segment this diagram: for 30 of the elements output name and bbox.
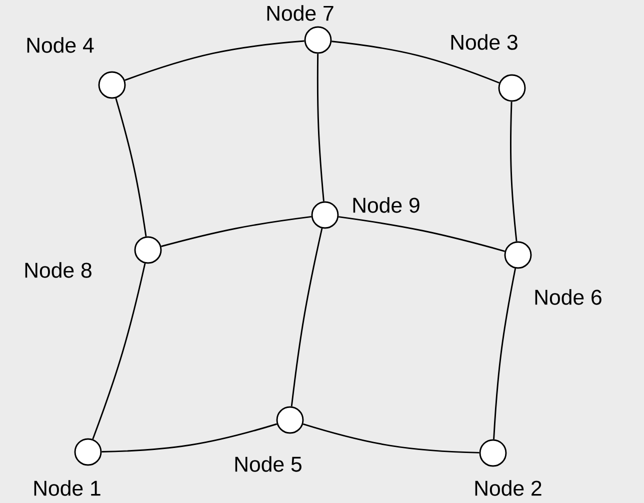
- node-circle: [74, 438, 102, 466]
- node-label: Node 1: [34, 480, 100, 496]
- connector-line: [92, 263, 146, 440]
- node-circle: [479, 439, 507, 467]
- connector-line: [290, 228, 323, 406]
- connector-line: [102, 423, 278, 452]
- node-label: Node 8: [25, 262, 92, 278]
- node-label: Node 9: [353, 197, 420, 213]
- node-circle: [311, 201, 339, 229]
- connector-line: [338, 216, 505, 252]
- node-label: Node 7: [267, 5, 334, 21]
- connector-line: [332, 40, 500, 84]
- connector-line: [316, 54, 324, 202]
- node-label: Node 2: [475, 480, 542, 496]
- node-label: Node 3: [451, 34, 518, 50]
- node-label: Node 5: [235, 456, 302, 472]
- connector-line: [124, 40, 304, 81]
- node-circle: [276, 406, 304, 434]
- node-circle: [504, 241, 532, 269]
- node-circle: [134, 236, 162, 264]
- node-circle: [98, 71, 126, 99]
- connector-line: [115, 98, 147, 236]
- connector-line: [510, 102, 518, 242]
- connector-line: [302, 423, 480, 454]
- node-label: Node 4: [27, 37, 94, 53]
- node-circle: [498, 74, 526, 102]
- node-label: Node 6: [535, 289, 602, 305]
- connector-line: [493, 268, 516, 440]
- node-circle: [304, 26, 332, 54]
- connector-line: [161, 216, 312, 248]
